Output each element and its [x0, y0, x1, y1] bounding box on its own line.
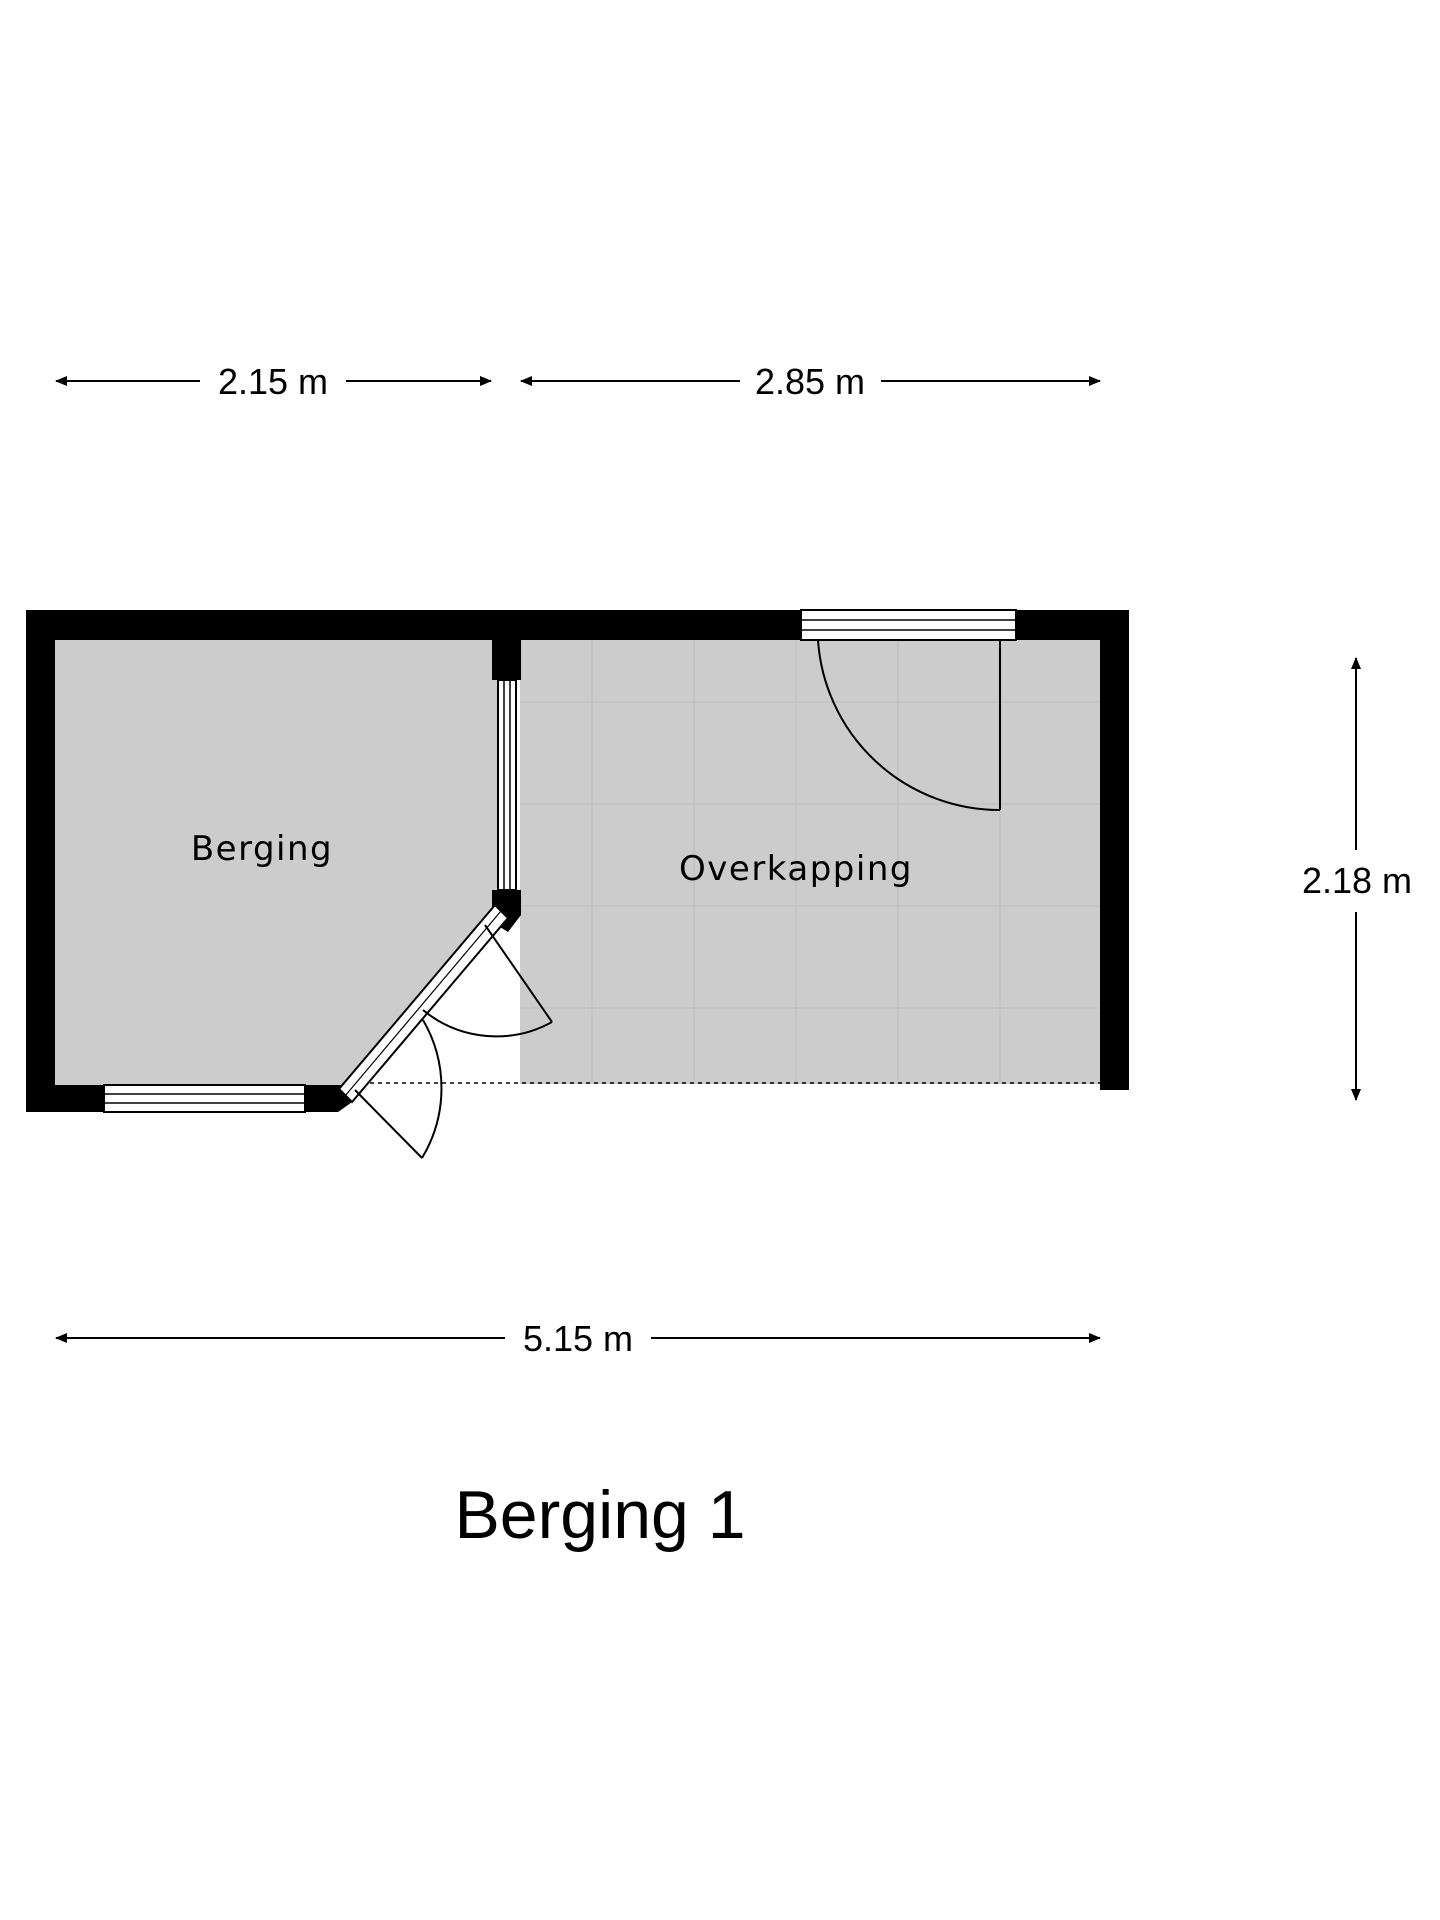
- dimension-label-bottom: 5.15 m: [523, 1318, 633, 1359]
- partition-wall-top: [492, 640, 521, 680]
- diagonal-door-frame: [337, 903, 510, 1104]
- room-label-overkapping: Overkapping: [679, 849, 913, 889]
- walls: [26, 610, 1129, 1112]
- door-top: [817, 639, 1001, 812]
- door-inner: [422, 924, 553, 1038]
- left-wall: [26, 610, 55, 1112]
- overkapping-floor: [520, 640, 1108, 1084]
- bottom-wall-left: [26, 1085, 104, 1112]
- floorplan-title: Berging 1: [454, 1477, 745, 1553]
- door-outer: [354, 1019, 443, 1159]
- overkapping-tile-grid: [520, 640, 1108, 1082]
- berging-floor: [55, 640, 498, 1085]
- dimension-label-top-left: 2.15 m: [218, 361, 328, 402]
- window-top: [800, 609, 1017, 641]
- dimension-label-right: 2.18 m: [1302, 860, 1412, 901]
- dimension-bottom: 5.15 m: [55, 1318, 1101, 1359]
- dimension-top-right: 2.85 m: [520, 361, 1101, 402]
- dimension-top-left: 2.15 m: [55, 361, 492, 402]
- dimension-right: 2.18 m: [1302, 657, 1412, 1101]
- right-wall: [1100, 610, 1129, 1090]
- room-label-berging: Berging: [191, 829, 333, 869]
- window-bottom-left: [103, 1084, 306, 1113]
- top-wall-left: [26, 610, 801, 640]
- dimension-label-top-right: 2.85 m: [755, 361, 865, 402]
- window-partition: [497, 679, 517, 891]
